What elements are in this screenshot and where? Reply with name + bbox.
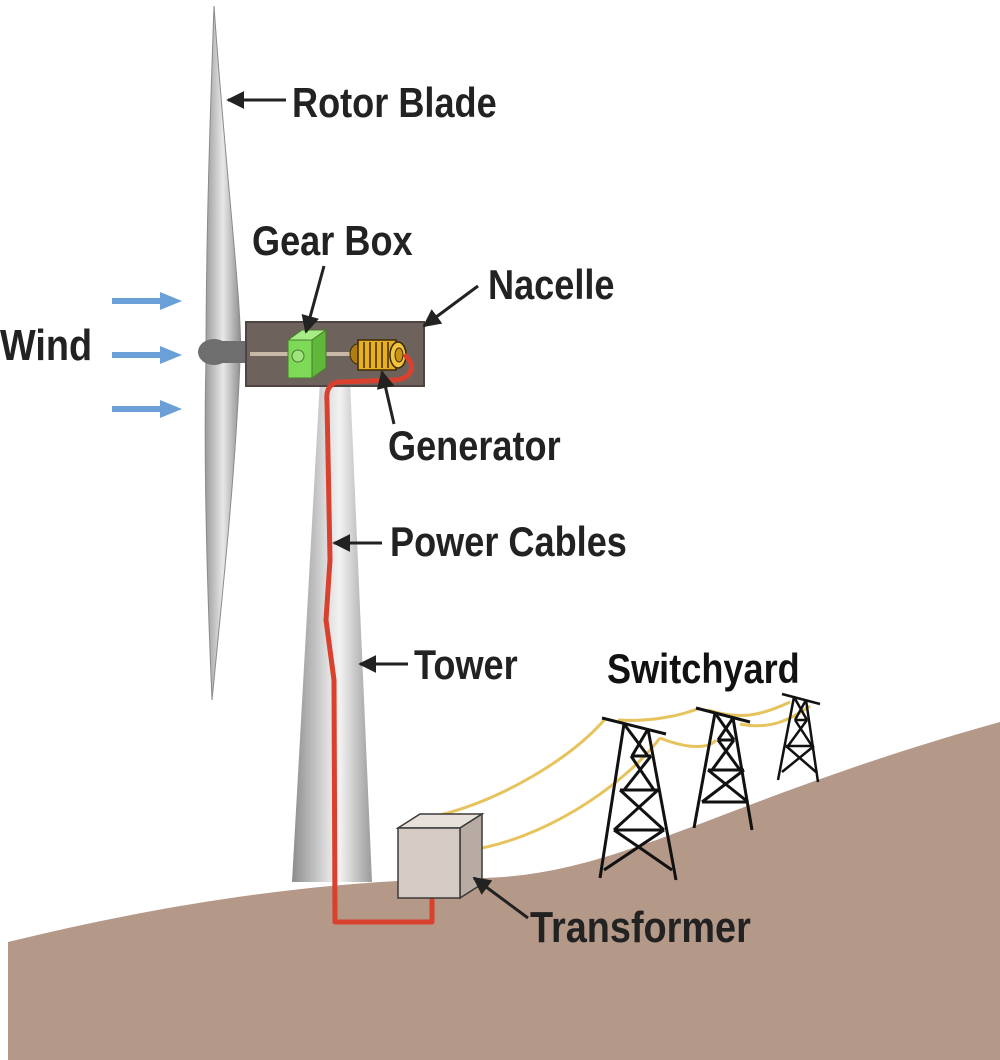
leader-arrows (226, 91, 529, 920)
power-cable (323, 353, 435, 925)
main-shaft-exterior (214, 341, 248, 363)
generator (349, 339, 407, 371)
transformer-arrow (472, 876, 529, 920)
generator-arrow (376, 370, 396, 425)
nacelle-label: Nacelle (488, 261, 615, 308)
rotor-blade-label: Rotor Blade (292, 79, 497, 126)
gear-box-label: Gear Box (252, 217, 413, 264)
nacelle-arrow (422, 284, 479, 328)
gear-box (286, 329, 328, 379)
generator-label: Generator (388, 422, 561, 469)
gear-box-arrow (301, 265, 326, 334)
pylon-3 (776, 692, 821, 783)
tower-label: Tower (414, 641, 518, 688)
ground-hill (8, 722, 1000, 1060)
switchyard-label: Switchyard (607, 645, 800, 692)
wind-label: Wind (0, 321, 93, 370)
transformer-box (395, 812, 485, 900)
power-cables-label: Power Cables (390, 518, 627, 565)
pylon-2 (692, 706, 754, 831)
wind-arrows (112, 292, 182, 418)
transformer-label: Transformer (530, 903, 751, 952)
tower (292, 380, 372, 882)
pylon-1 (598, 716, 678, 881)
